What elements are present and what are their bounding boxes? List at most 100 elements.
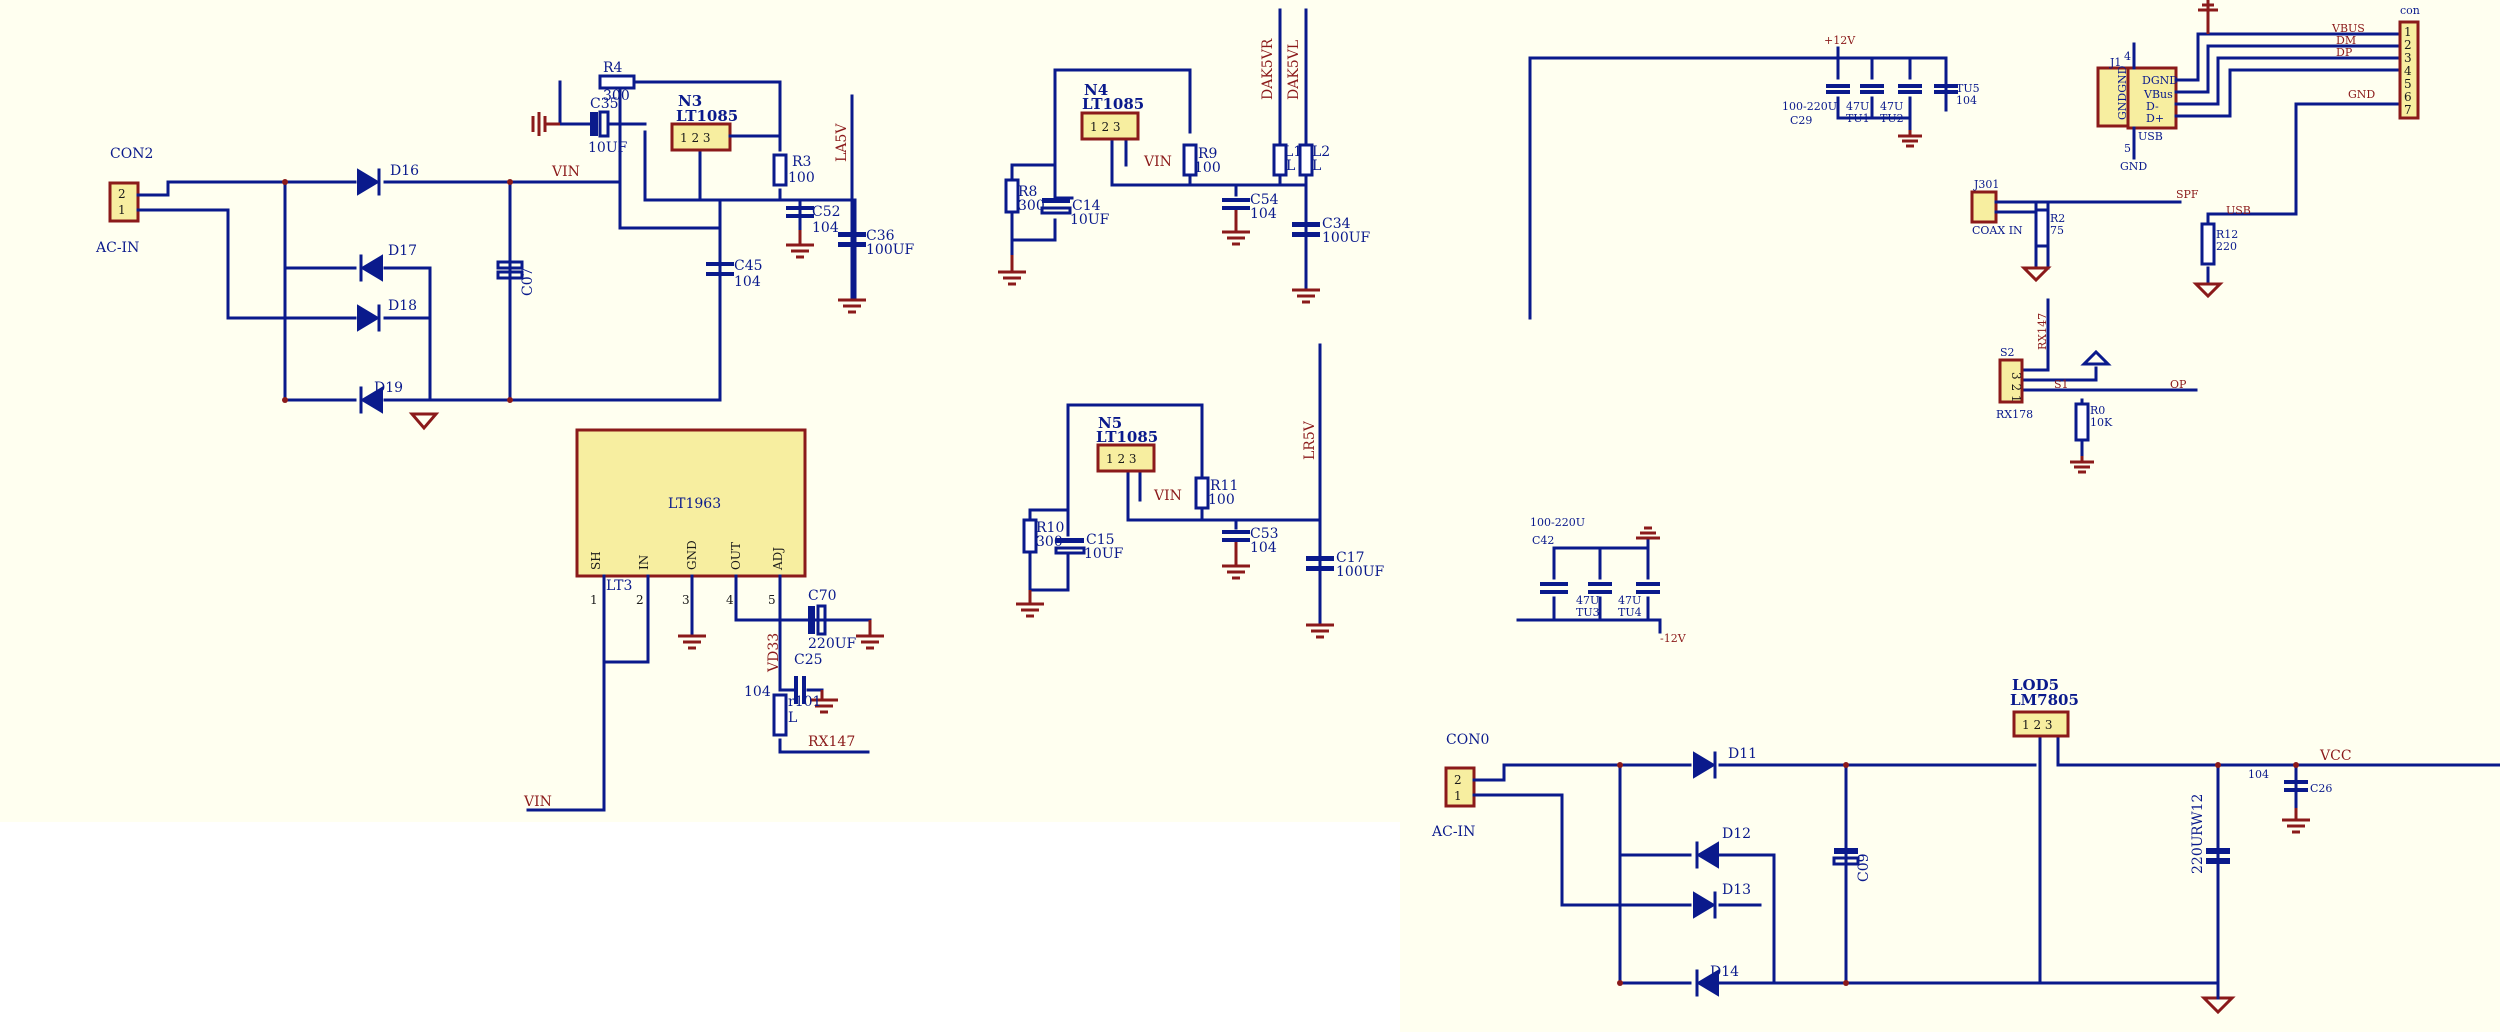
r101-value: L xyxy=(788,710,797,726)
c70-value: 220UF xyxy=(808,636,857,652)
j1-pin-dgnd-inner: DGND xyxy=(2142,74,2178,87)
c25-ref: C25 xyxy=(794,652,823,668)
j1-gnd-label: GND xyxy=(2120,160,2147,173)
c53-value: 104 xyxy=(1250,540,1277,556)
r4-value: 300 xyxy=(603,88,630,104)
diode-d12-icon xyxy=(1696,841,1719,869)
d19-wire xyxy=(283,268,722,402)
r8-value: 300 xyxy=(1018,198,1045,214)
con0-pin-2: 2 xyxy=(1454,773,1462,787)
tu3-value: 47U xyxy=(1576,594,1599,607)
c35-ref: C35 xyxy=(590,96,619,112)
chip-lt1963 xyxy=(575,428,807,578)
r3-ref: R3 xyxy=(792,154,811,170)
j1-pin-vbus-inner: VBus xyxy=(2143,88,2173,101)
lt1963-pinnum-2: 2 xyxy=(636,593,644,607)
l1-ref: L1 xyxy=(1284,144,1302,160)
j1-pin-dplus-inner: D+ xyxy=(2146,112,2164,125)
lt1963-pinnum-4: 4 xyxy=(726,593,734,607)
net-gnd-label: GND xyxy=(2348,88,2375,101)
d17-wire xyxy=(283,266,432,402)
con-pin-4: 4 xyxy=(2404,64,2412,78)
n5-pins: 1 2 3 xyxy=(1106,452,1137,466)
lt1963-pin-sh: SH xyxy=(589,551,603,570)
r11-ref: R11 xyxy=(1210,478,1238,494)
regulator-n4-block: 1 2 3 N4 LT1085 R8 300 C14 10UF R9 100 V… xyxy=(998,8,1371,304)
tu3-ref: TU3 xyxy=(1576,606,1600,619)
ground-icon xyxy=(408,412,440,431)
diode-d18-icon xyxy=(357,304,380,332)
net-spf-label: SPF xyxy=(2176,188,2199,201)
net-vd33-label: VD33 xyxy=(766,633,782,673)
c14-value: 10UF xyxy=(1070,212,1110,228)
lt1963-ref: LT3 xyxy=(606,578,632,594)
connector-j301 xyxy=(1970,190,1998,224)
net-usb-label: USB xyxy=(2226,204,2251,217)
resistor-r2 xyxy=(2034,208,2050,248)
lt1963-pinnum-3: 3 xyxy=(682,593,690,607)
con-pin-7: 7 xyxy=(2404,103,2412,117)
c29-ref: C29 xyxy=(1790,114,1812,127)
c29-value: 100-220U xyxy=(1782,100,1837,113)
chip-lod5 xyxy=(2012,710,2070,738)
r0-ref: R0 xyxy=(2090,404,2105,417)
cap-c07 xyxy=(496,260,524,270)
resistor-r12 xyxy=(2200,222,2216,266)
tu5-value: 104 xyxy=(1956,94,1977,107)
con-pin-6: 6 xyxy=(2404,90,2412,104)
d17-label: D17 xyxy=(388,243,417,259)
c52-ref: C52 xyxy=(812,204,841,220)
con2-ref-label: CON2 xyxy=(110,146,153,162)
net-dp-label: DP xyxy=(2336,46,2353,59)
d19-label: D19 xyxy=(374,380,403,396)
plus12v-caps-block: +12V 100-220U C29 47U TU1 47U TU2 TU5 10… xyxy=(1528,34,1980,320)
con2-pin-1: 1 xyxy=(118,203,126,217)
c26-value: 104 xyxy=(2248,768,2269,781)
c54-value: 104 xyxy=(1250,206,1277,222)
ground-c17-icon xyxy=(1306,623,1334,639)
r101-ref: r101 xyxy=(788,694,821,710)
resistor-r3 xyxy=(772,153,788,187)
regulator-n3-block: R4 300 C35 10UF 1 2 3 N3 LT1085 R3 100 C… xyxy=(531,60,915,314)
r9-value: 100 xyxy=(1194,160,1221,176)
minus12v-caps-block: 100-220U C42 47U TU3 47U TU4 -12V xyxy=(1516,516,1687,645)
con-pin-3: 3 xyxy=(2404,51,2412,65)
c54-ref: C54 xyxy=(1250,192,1279,208)
usb-wires xyxy=(2132,32,2404,160)
net-dak5vl-label: DAK5VL xyxy=(1286,40,1302,100)
ground-n4-icon xyxy=(998,255,1026,286)
switch-s2 xyxy=(1998,358,2024,404)
c17-ref: C17 xyxy=(1336,550,1365,566)
power-arrow-icon xyxy=(2080,349,2112,366)
tu1-ref: TU1 xyxy=(1846,112,1870,125)
net-vin-label: VIN xyxy=(551,164,580,180)
resistor-r4 xyxy=(598,74,636,90)
tu5-ref: TU5 xyxy=(1956,82,1980,95)
con-pin-5: 5 xyxy=(2404,77,2412,91)
net-vin-n4-label: VIN xyxy=(1143,154,1172,170)
usb-connector-con xyxy=(2398,20,2420,120)
c36-value: 100UF xyxy=(866,242,915,258)
ground-c53-icon xyxy=(1222,542,1250,580)
n3-ref: N3 xyxy=(678,92,702,110)
d13-label: D13 xyxy=(1722,882,1751,898)
n4-pins: 1 2 3 xyxy=(1090,120,1121,134)
c14-ref: C14 xyxy=(1072,198,1101,214)
ground-c70-icon xyxy=(856,620,884,650)
j1-side-pin-4: 4 xyxy=(2124,50,2131,63)
diode-d16-icon xyxy=(357,168,380,196)
con-pin-2: 2 xyxy=(2404,38,2412,52)
j1-side-pin-5: 5 xyxy=(2124,142,2131,155)
ground-n5-icon xyxy=(1016,590,1044,618)
r2-ref: R2 xyxy=(2050,212,2065,225)
n5-wires xyxy=(1028,343,1322,627)
con2-pin-2: 2 xyxy=(118,187,126,201)
n4-ref: N4 xyxy=(1084,81,1108,99)
net-la5v-label: LA5V xyxy=(834,123,850,162)
lt1963-pinnum-1: 1 xyxy=(590,593,598,607)
r12-ref: R12 xyxy=(2216,228,2238,241)
n3-pins: 1 2 3 xyxy=(680,131,711,145)
n5-ref: N5 xyxy=(1098,414,1122,432)
l2-ref: L2 xyxy=(1312,144,1330,160)
diode-d17-icon xyxy=(360,254,383,282)
